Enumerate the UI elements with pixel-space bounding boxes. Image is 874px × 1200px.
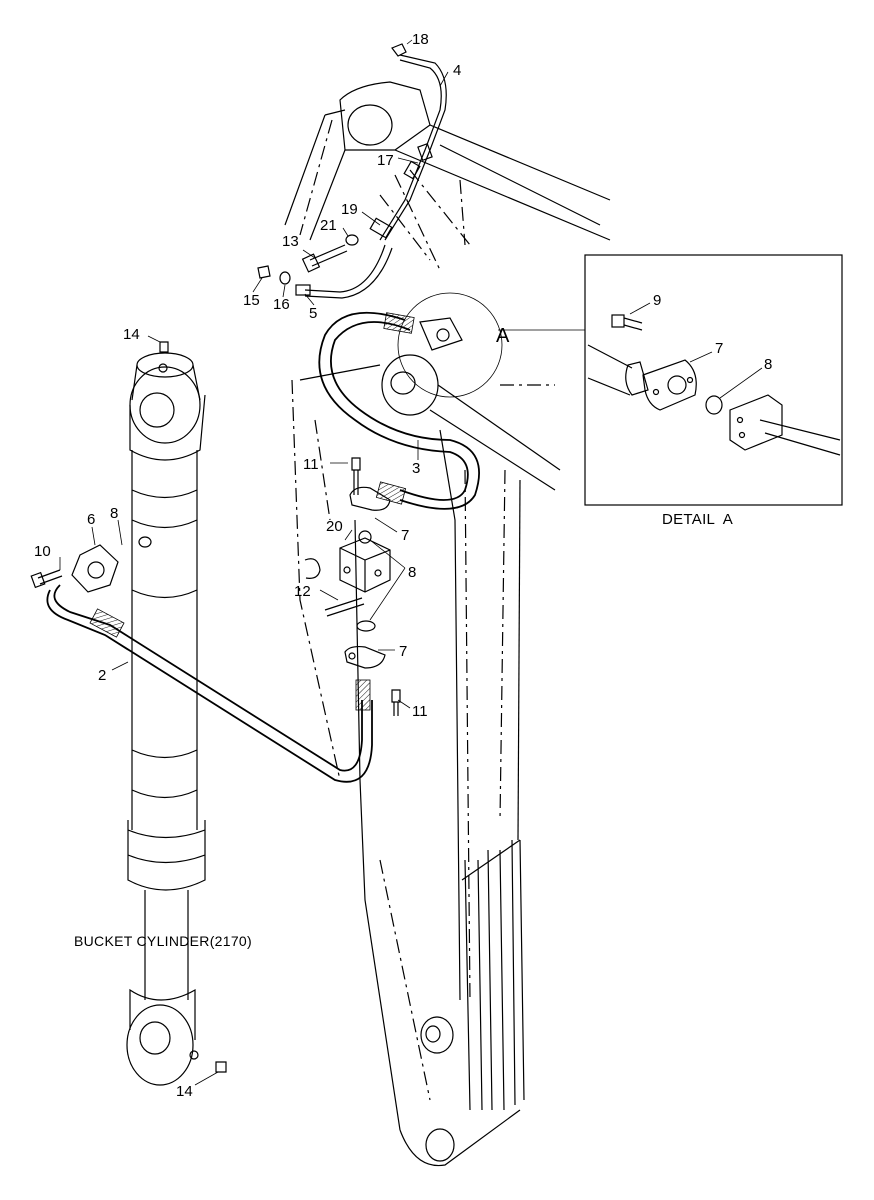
callout-6: 6 (87, 511, 95, 528)
arm-structure (284, 81, 611, 1167)
detail-a-panel: 9 7 8 (584, 254, 843, 506)
hose-4 (379, 54, 447, 241)
cylinder-caption: BUCKET CYLINDER(2170) (74, 933, 252, 949)
callout-2: 2 (98, 667, 106, 684)
fittings (30, 43, 463, 1073)
bucket-cylinder (126, 352, 206, 1086)
detail-callout-9: 9 (653, 292, 661, 309)
callout-20: 20 (326, 518, 343, 535)
callout-13: 13 (282, 233, 299, 250)
callout-5: 5 (309, 305, 317, 322)
detail-a-title: DETAIL A (662, 511, 733, 528)
callout-11-upper: 11 (303, 456, 319, 473)
hose-3 (318, 311, 480, 510)
callout-A: A (496, 325, 510, 347)
hose-2 (46, 584, 373, 783)
callout-8-left: 8 (110, 505, 118, 522)
callout-14-top: 14 (123, 326, 140, 343)
callout-7-lower: 7 (399, 643, 407, 660)
callout-16: 16 (273, 296, 290, 313)
callout-15: 15 (243, 292, 260, 309)
callout-11-lower: 11 (412, 703, 428, 720)
callout-21: 21 (320, 217, 337, 234)
callout-8: 8 (408, 564, 416, 581)
callout-12: 12 (294, 583, 311, 600)
callout-18: 18 (412, 31, 429, 48)
callout-numbers: 18 4 17 19 21 13 15 16 5 A 14 11 3 7 20 … (34, 31, 510, 1100)
hose-5 (304, 244, 393, 299)
callout-leaders (59, 39, 449, 1086)
callout-4: 4 (453, 62, 461, 79)
detail-callout-7: 7 (715, 340, 723, 357)
callout-17: 17 (377, 152, 394, 169)
callout-10: 10 (34, 543, 51, 560)
callout-19: 19 (341, 201, 358, 218)
callout-7-upper: 7 (401, 527, 409, 544)
detail-callout-8: 8 (764, 356, 772, 373)
callout-14-bottom: 14 (176, 1083, 193, 1100)
callout-3: 3 (412, 460, 420, 477)
